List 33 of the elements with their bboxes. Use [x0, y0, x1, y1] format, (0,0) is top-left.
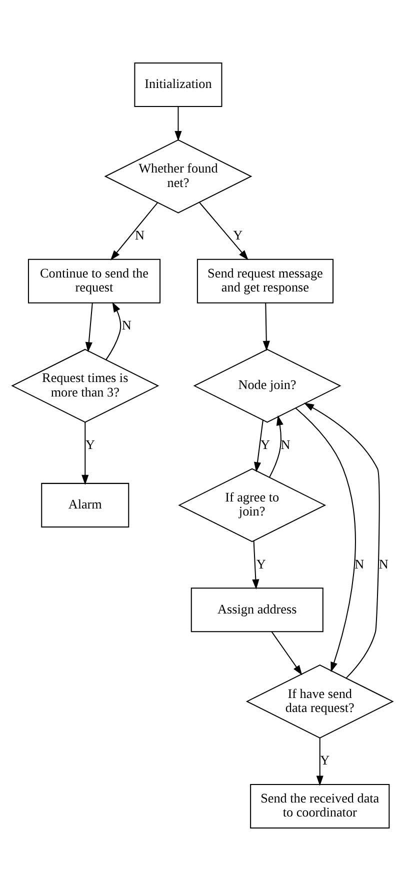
- edge-label: Y: [233, 227, 243, 242]
- arrow: [85, 302, 93, 352]
- arrow: [304, 402, 380, 678]
- edge-label: N: [122, 317, 132, 332]
- arrow: [269, 414, 284, 478]
- arrow: [262, 302, 270, 351]
- edge-label: N: [354, 556, 364, 571]
- edge-label: Y: [256, 556, 266, 571]
- node-diamond: Node join?: [193, 348, 342, 422]
- arrow: [174, 106, 182, 141]
- node-diamond: Request times is more than 3?: [11, 348, 160, 422]
- edge-label: N: [135, 227, 145, 242]
- arrow: [106, 301, 122, 360]
- arrow: [199, 202, 248, 260]
- edge-label: Y: [85, 436, 95, 452]
- arrow: [316, 738, 324, 786]
- edge-label: Y: [260, 436, 270, 452]
- node-diamond: If agree to join?: [178, 468, 326, 542]
- arrow: [110, 202, 158, 260]
- arrow: [271, 630, 302, 675]
- node-diamond: Whether found net?: [104, 138, 252, 213]
- node-box: Initialization: [134, 62, 222, 107]
- node-box: Assign address: [190, 587, 324, 632]
- node-box: Send the received data to coordinator: [250, 783, 390, 828]
- arrow: [254, 420, 264, 472]
- node-box: Alarm: [41, 482, 130, 527]
- edge-label: N: [378, 556, 388, 571]
- arrow: [295, 407, 356, 672]
- node-box: Send request message and get response: [196, 258, 334, 303]
- arrow: [252, 540, 260, 589]
- edge-label: N: [280, 436, 290, 452]
- arrow: [82, 422, 89, 484]
- node-box: Continue to send the request: [28, 258, 160, 303]
